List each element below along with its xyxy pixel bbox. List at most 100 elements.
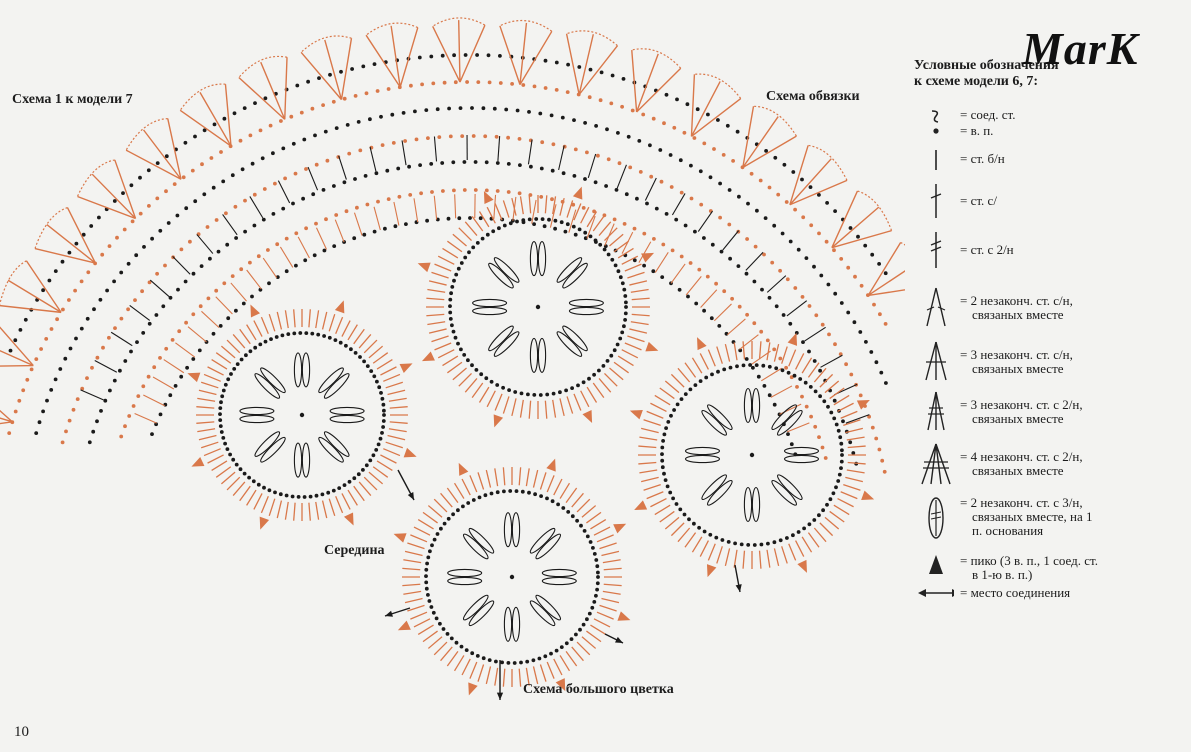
flower-ring-stitch [724, 343, 731, 362]
flower-ring-stitch [766, 549, 771, 568]
arc-dot [517, 137, 522, 141]
arc-dot [719, 249, 724, 254]
flower-dot [333, 338, 338, 342]
flower-dot [671, 496, 675, 501]
flower-dot [231, 457, 236, 462]
scallop-arc [694, 73, 742, 99]
scallop-arc [432, 17, 486, 27]
picot-mark [641, 252, 655, 263]
arc-dot [484, 188, 489, 193]
arc-dot [780, 231, 785, 236]
flower-ring-stitch [321, 500, 328, 519]
flower-dot [812, 518, 817, 522]
arc-dot [651, 269, 656, 274]
radial-stitch [638, 241, 652, 263]
arc-dot [34, 431, 39, 435]
flower-dot [342, 483, 347, 487]
arc-dot [462, 160, 467, 164]
flower-dot [662, 432, 667, 437]
arc-dot [75, 397, 80, 401]
flower-dot [372, 374, 377, 379]
arc-dot [583, 236, 588, 241]
arc-dot [848, 440, 853, 445]
flower-dot [581, 622, 586, 627]
flower-ring-stitch [442, 247, 459, 259]
arc-dot [314, 221, 318, 226]
arc-dot [778, 268, 782, 273]
arc-dot [678, 158, 683, 163]
flower-dot [623, 294, 628, 298]
arc-dot [498, 81, 503, 85]
flower-ring-stitch [824, 380, 840, 394]
arc-dot [689, 163, 693, 168]
arc-dot [376, 199, 380, 204]
arc-dot [362, 232, 367, 237]
flower-dot [377, 385, 382, 390]
arc-dot [424, 108, 429, 112]
flower-dot [424, 580, 429, 585]
legend-item-picot: = пико (3 в. п., 1 соед. ст. в 1-ю в. п.… [914, 552, 1186, 584]
flower-ring-stitch [840, 410, 858, 419]
flower-dot [602, 247, 607, 252]
arc-dot [170, 338, 175, 342]
arc-dot [710, 242, 715, 247]
flower-ring-stitch [519, 399, 524, 418]
arc-dot [409, 83, 413, 88]
flower-dot [735, 364, 739, 369]
arc-dot [515, 108, 520, 113]
arc-dot [248, 260, 252, 265]
arc-dot [764, 149, 768, 153]
flower-ring-stitch [781, 546, 788, 564]
scallop-fan [499, 22, 553, 85]
cluster-icon [928, 497, 944, 539]
arc-dot [179, 247, 184, 252]
flower-dot [733, 541, 737, 546]
arc-dot [784, 200, 789, 204]
flower-ring-stitch [388, 397, 407, 402]
flower-ring-stitch [592, 382, 605, 398]
arc-dot [851, 451, 856, 455]
arc-dot [112, 378, 117, 383]
flower-ring-stitch [586, 211, 598, 228]
flower-dot [564, 388, 568, 393]
flower-ring-stitch [590, 624, 607, 636]
flower-ring-stitch [604, 227, 618, 241]
arc-dot [839, 301, 844, 305]
radial-stitch [149, 279, 170, 297]
flower-ring-stitch [596, 534, 614, 543]
flower-dot [803, 380, 808, 385]
petal-cluster [529, 600, 556, 627]
petal-cluster [776, 474, 803, 501]
arc-dot [146, 374, 151, 379]
flower-ring-stitch [659, 510, 675, 523]
arc-dot [661, 242, 666, 247]
arc-dot [864, 340, 868, 344]
flower-ring-stitch [308, 502, 311, 521]
arc-dot [242, 106, 247, 110]
flower-dot [818, 394, 822, 399]
flower-dot [813, 389, 818, 394]
legend-item-join: = место соединения [914, 584, 1186, 602]
arc-dot [164, 189, 168, 194]
flower-dot [358, 355, 362, 359]
flower-dot [539, 494, 543, 498]
arc-dot [674, 217, 679, 222]
scallop-fan [565, 33, 619, 96]
arc-dot [609, 101, 614, 106]
arc-dot [226, 316, 231, 321]
petal-cluster [771, 404, 798, 431]
arc-dot [60, 440, 65, 445]
arc-dot [152, 365, 157, 370]
flower-ring-stitch [571, 492, 584, 508]
flower-dot [587, 376, 591, 381]
arc-dot [848, 226, 853, 230]
flower-dot [553, 218, 558, 223]
flower-dot [218, 424, 223, 428]
arc-dot [260, 156, 265, 161]
arc-dot [791, 170, 796, 174]
flower-dot [495, 490, 500, 495]
arc-dot [429, 54, 434, 59]
arc-dot [119, 434, 124, 439]
flower-ring-stitch [410, 534, 428, 543]
flower-ring-stitch [559, 398, 565, 417]
